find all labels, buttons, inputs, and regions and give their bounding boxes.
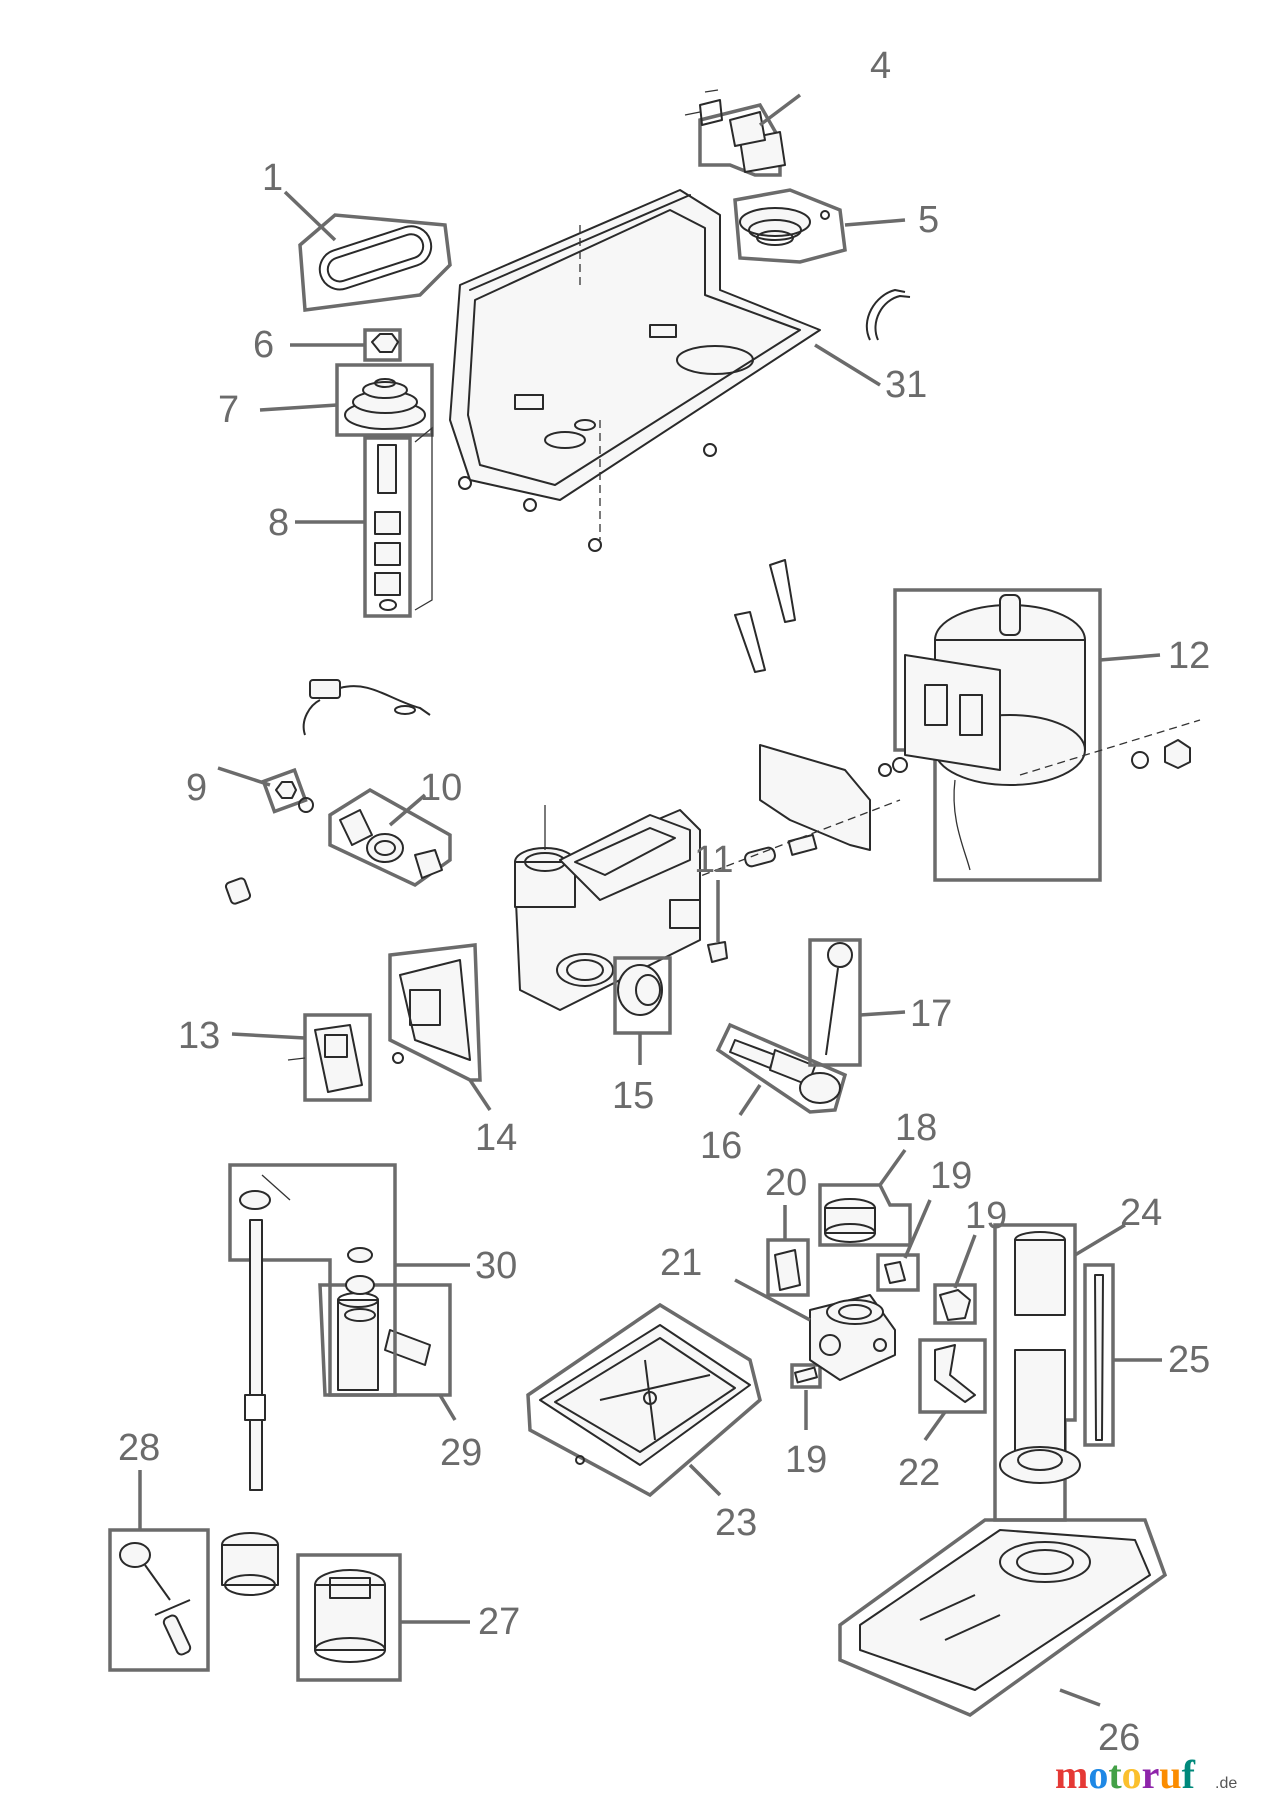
- label-11: 11: [694, 839, 733, 881]
- label-12: 12: [1168, 635, 1210, 677]
- label-25: 25: [1168, 1339, 1210, 1381]
- part-24-column[interactable]: [993, 1223, 1126, 1522]
- label-17: 17: [910, 993, 952, 1035]
- part-5-cable-gland[interactable]: [733, 188, 906, 264]
- part-19-gear[interactable]: [933, 1234, 977, 1325]
- label-29: 29: [440, 1432, 482, 1474]
- label-14: 14: [475, 1117, 517, 1159]
- part-25-rack[interactable]: [1083, 1263, 1162, 1447]
- part-23-work-table[interactable]: [526, 1302, 762, 1498]
- label-27: 27: [478, 1601, 520, 1643]
- part-18-column-collar[interactable]: [818, 1148, 912, 1247]
- label-21: 21: [660, 1242, 702, 1284]
- part-10-return-spring[interactable]: [328, 787, 452, 888]
- svg-text:motoruf: motoruf: [1055, 1752, 1196, 1797]
- label-19c: 19: [785, 1439, 827, 1481]
- part-21-table-bracket[interactable]: [734, 1278, 896, 1381]
- part-31-belt-guard[interactable]: [449, 189, 881, 552]
- label-8: 8: [268, 502, 289, 544]
- part-27-chuck-guard[interactable]: [296, 1553, 470, 1682]
- watermark-text: motoruf: [1055, 1752, 1196, 1797]
- power-cord-plug: [224, 679, 431, 905]
- part-15-depth-collar[interactable]: [613, 956, 672, 1065]
- label-22: 22: [898, 1452, 940, 1494]
- part-1-belt[interactable]: [283, 190, 452, 312]
- part-16-pinion-shaft[interactable]: [715, 1022, 848, 1116]
- motor-bracket: [689, 744, 908, 881]
- label-4: 4: [870, 45, 891, 87]
- label-28: 28: [118, 1427, 160, 1469]
- label-24: 24: [1120, 1192, 1162, 1234]
- label-10: 10: [420, 767, 462, 809]
- part-28-chuck-key[interactable]: [108, 1470, 210, 1672]
- part-30-spindle[interactable]: [228, 1163, 470, 1491]
- label-5: 5: [918, 199, 939, 241]
- part-4-switch-box[interactable]: [684, 89, 802, 177]
- label-7: 7: [218, 389, 239, 431]
- label-18: 18: [895, 1107, 937, 1149]
- part-7-spindle-pulley[interactable]: [259, 363, 434, 437]
- part-26-base[interactable]: [838, 1518, 1168, 1717]
- part-9-nut[interactable]: [217, 766, 314, 814]
- label-23: 23: [715, 1502, 757, 1544]
- part-17-feed-handle[interactable]: [808, 938, 906, 1067]
- watermark-suffix: .de: [1215, 1775, 1237, 1792]
- label-19b: 19: [965, 1195, 1007, 1237]
- label-31: 31: [885, 364, 927, 406]
- part-22-crank-handle[interactable]: [918, 1338, 987, 1442]
- label-15: 15: [612, 1075, 654, 1117]
- label-20: 20: [765, 1162, 807, 1204]
- part-8-pulley-bearings[interactable]: [295, 426, 433, 618]
- label-9: 9: [186, 767, 207, 809]
- drill-chuck: [221, 1532, 279, 1596]
- label-1: 1: [262, 157, 283, 199]
- label-19a: 19: [930, 1155, 972, 1197]
- part-19-key[interactable]: [790, 1363, 822, 1430]
- hex-keys: [734, 559, 796, 673]
- part-11-lock-screw[interactable]: [707, 880, 728, 963]
- part-29-quill[interactable]: [318, 1283, 457, 1421]
- power-cable: [865, 289, 911, 341]
- label-16: 16: [700, 1125, 742, 1167]
- label-13: 13: [178, 1015, 220, 1057]
- part-6-nut[interactable]: [290, 328, 402, 362]
- part-13-switch[interactable]: [231, 1013, 372, 1102]
- part-14-switch-housing[interactable]: [388, 943, 492, 1111]
- label-30: 30: [475, 1245, 517, 1287]
- part-12-motor[interactable]: [893, 588, 1201, 882]
- head-casting: [514, 805, 701, 1011]
- part-19-bolt[interactable]: [876, 1199, 932, 1292]
- label-6: 6: [253, 324, 274, 366]
- motoruf-watermark: motoruf .de: [1055, 1752, 1237, 1797]
- label-26: 26: [1098, 1717, 1140, 1759]
- part-20-table-lock[interactable]: [766, 1205, 810, 1297]
